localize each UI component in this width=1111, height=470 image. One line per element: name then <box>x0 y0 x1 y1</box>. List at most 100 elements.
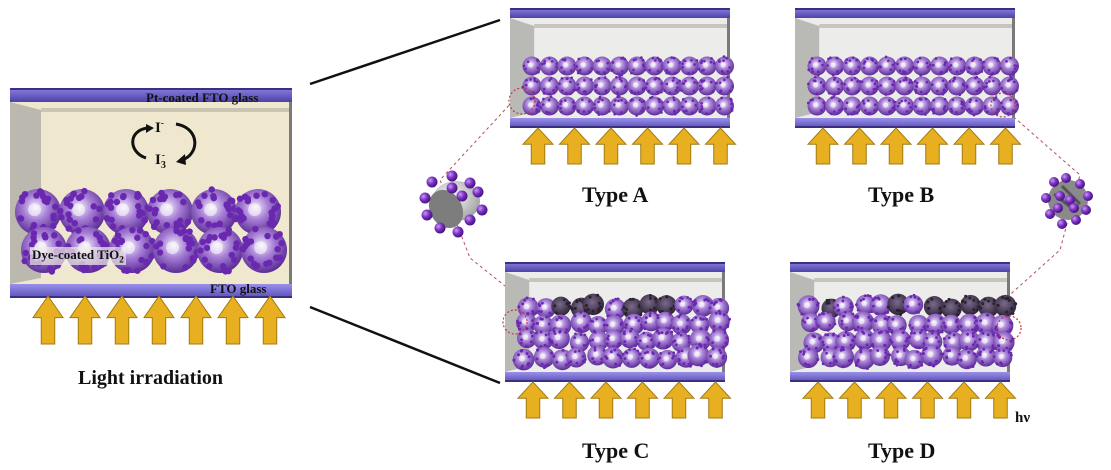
dye-molecule <box>841 365 845 369</box>
dye-molecule <box>904 99 907 102</box>
dye-molecule <box>868 111 872 115</box>
dye-molecule <box>875 312 879 316</box>
dye-molecule <box>622 332 626 336</box>
particle-highlight <box>572 353 578 360</box>
dye-molecule <box>615 76 618 79</box>
dye-molecule <box>642 79 646 82</box>
dye-molecule <box>926 300 930 304</box>
dye-molecule <box>536 348 539 352</box>
dye-molecule <box>888 77 892 81</box>
dye-molecule <box>1009 347 1013 351</box>
dye-molecule <box>904 78 908 82</box>
light-irradiation-caption: Light irradiation <box>78 367 224 389</box>
particle-highlight <box>615 82 621 88</box>
dye-molecule <box>642 89 646 92</box>
tio2-particle <box>191 186 239 235</box>
particle-highlight <box>562 102 569 108</box>
dye-molecule <box>542 97 545 101</box>
dye-molecule <box>926 65 930 69</box>
dye-molecule <box>873 103 877 107</box>
dye-molecule <box>519 341 523 345</box>
dye-molecule <box>225 267 232 275</box>
dye-molecule <box>536 59 539 63</box>
particle-highlight <box>714 335 721 342</box>
dye-molecule <box>211 234 218 241</box>
dye-molecule <box>896 350 899 354</box>
highlight-ring <box>996 315 1022 341</box>
dye-molecule <box>951 98 955 102</box>
dye-molecule <box>611 299 615 303</box>
dye-molecule <box>871 344 875 348</box>
dye-molecule <box>979 306 983 310</box>
dye-molecule <box>707 338 711 341</box>
dye-molecule <box>586 342 590 345</box>
dye-molecule <box>543 62 546 65</box>
dye-molecule <box>714 81 718 85</box>
dye-molecule <box>239 245 246 253</box>
dye-molecule <box>867 315 871 319</box>
dye-molecule <box>550 60 554 63</box>
dye-molecule <box>564 330 568 334</box>
dye-molecule <box>674 343 678 347</box>
dye-molecule <box>220 234 227 241</box>
particle-highlight <box>609 321 616 328</box>
type-c-label: Type C <box>582 438 650 463</box>
dye-molecule <box>944 326 947 329</box>
back-edge <box>529 278 723 282</box>
particle-highlight <box>914 335 921 341</box>
particle-highlight <box>847 62 854 68</box>
dye-molecule <box>908 323 912 327</box>
dye-molecule <box>575 361 579 365</box>
dye-molecule <box>859 347 863 351</box>
dye-molecule <box>936 89 939 93</box>
dye-molecule <box>560 66 563 69</box>
tio2-particle <box>521 76 542 96</box>
dye-molecule <box>613 112 617 116</box>
dye-molecule <box>857 65 860 69</box>
dye-molecule <box>885 330 889 334</box>
particle-highlight <box>608 353 615 360</box>
tio2-particle <box>912 96 932 116</box>
dye-molecule <box>50 215 57 222</box>
light-arrow <box>521 127 555 165</box>
dye-molecule <box>597 301 601 305</box>
dye-molecule <box>535 331 538 335</box>
dye-molecule <box>539 330 543 334</box>
dye-molecule <box>920 363 924 367</box>
dye-molecule <box>108 192 115 199</box>
dye-molecule <box>182 235 189 243</box>
dye-molecule <box>620 79 623 83</box>
dye-molecule <box>565 301 569 305</box>
dye-molecule <box>660 363 663 367</box>
dye-molecule <box>865 112 869 115</box>
tio2-particle <box>570 310 593 334</box>
dye-molecule <box>578 298 582 302</box>
particle-highlight <box>523 303 530 310</box>
particle-highlight <box>702 102 709 108</box>
tio2-particle <box>644 76 664 96</box>
dye-molecule <box>838 108 841 112</box>
dye-molecule <box>851 304 854 308</box>
dye-molecule <box>555 86 558 89</box>
bottom-electrode <box>10 284 292 298</box>
dye-molecule <box>703 360 707 364</box>
dye-molecule <box>811 70 815 73</box>
dye-molecule <box>943 304 946 308</box>
dye-molecule <box>616 344 620 348</box>
dye-molecule <box>832 95 836 98</box>
dye-molecule <box>806 101 810 105</box>
dye-molecule <box>139 209 146 217</box>
dye-molecule <box>944 83 948 87</box>
dye-molecule <box>816 358 820 361</box>
dye-molecule <box>573 314 577 318</box>
dye-molecule <box>205 237 212 244</box>
dye-molecule <box>1075 179 1085 189</box>
dye-molecule <box>927 363 931 367</box>
dye-molecule <box>58 214 65 221</box>
dye-molecule <box>905 337 909 340</box>
bottom-electrode <box>790 372 1010 382</box>
dye-molecule <box>658 100 661 104</box>
dye-molecule <box>932 98 936 102</box>
dye-molecule <box>593 346 597 349</box>
dye-molecule <box>1010 353 1013 357</box>
